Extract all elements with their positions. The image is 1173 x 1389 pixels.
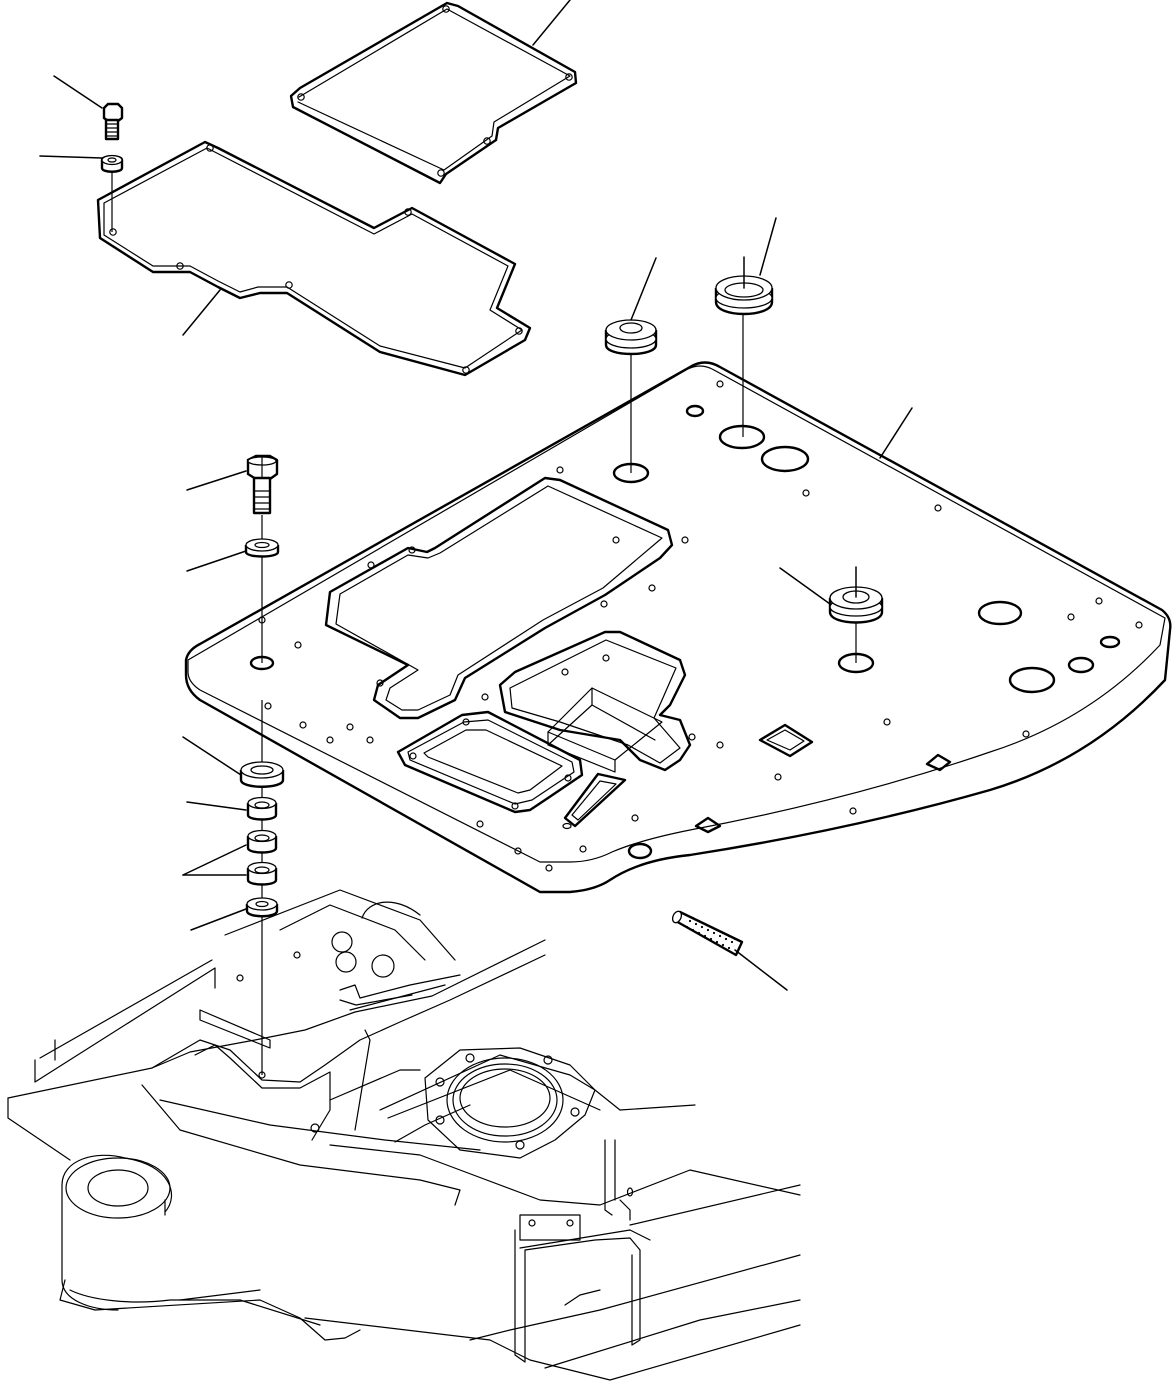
mount-spacer-3 <box>182 844 278 886</box>
grommet-large-right <box>714 217 777 437</box>
plate-bolt-holes <box>258 380 1143 872</box>
mat-bolt <box>53 75 124 232</box>
floor-mat <box>96 140 532 377</box>
foam-strip <box>671 910 788 991</box>
mount-bolt <box>186 454 279 515</box>
floor-plate <box>184 361 1172 894</box>
mount-spacer-1 <box>186 796 278 821</box>
mount-spacer-2 <box>246 829 278 854</box>
mount-washer-top <box>186 538 280 572</box>
mount-stack <box>182 454 285 1075</box>
mat-washer <box>39 154 124 173</box>
top-cover-plate <box>289 0 578 185</box>
mount-rubber-large <box>182 736 285 788</box>
grommet-small-left <box>604 257 658 473</box>
mount-washer-bottom <box>190 897 279 931</box>
grommet-plate-right <box>779 566 884 663</box>
base-frame <box>7 889 801 1381</box>
